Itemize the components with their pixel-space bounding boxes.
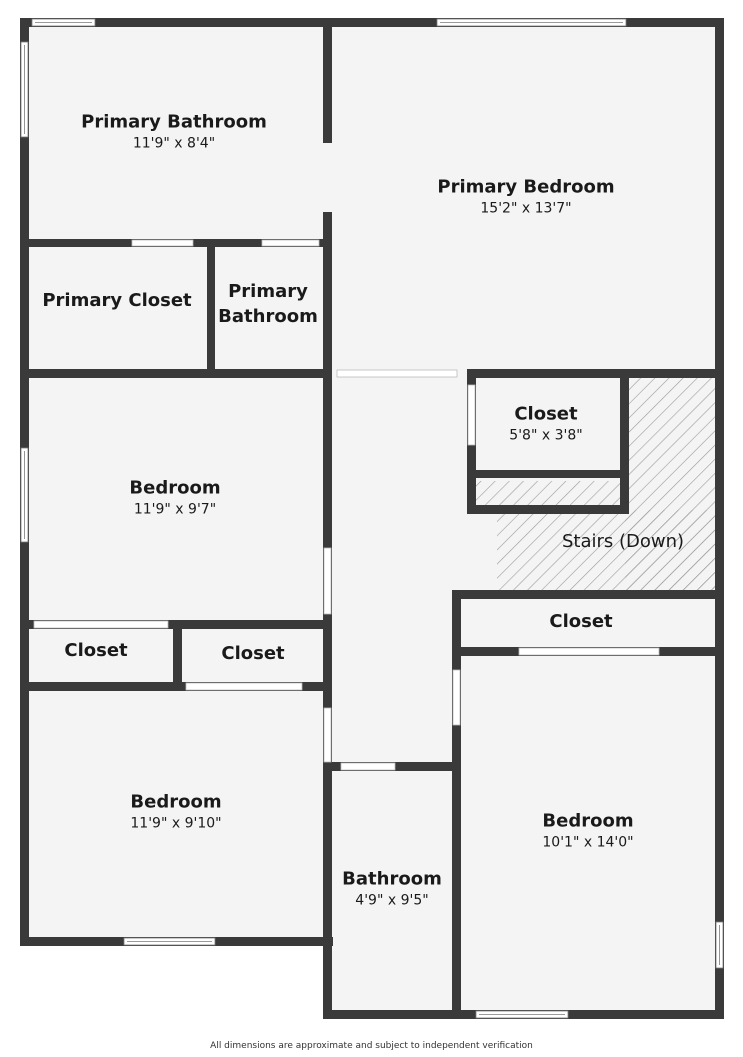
room-label-bedroom-right: Bedroom 10'1" x 14'0"	[542, 811, 633, 852]
room-dimensions: 10'1" x 14'0"	[542, 834, 634, 851]
room-label-primary-closet: Primary Closet	[42, 290, 191, 312]
room-name: Primary Bathroom	[81, 111, 267, 133]
room-name: Closet	[64, 640, 128, 661]
room-label-bedroom-bottom-left: Bedroom 11'9" x 9'10"	[130, 792, 221, 833]
room-dimensions: 11'9" x 8'4"	[132, 135, 216, 152]
stairs-area	[476, 377, 716, 591]
room-label-closet-right: Closet	[549, 611, 612, 633]
room-dimensions: 4'9" x 9'5"	[355, 892, 429, 909]
room-name: Bedroom	[542, 810, 634, 832]
room-name: Closet	[549, 611, 613, 632]
windows	[20, 18, 724, 1019]
room-label-closet-left-b: Closet	[221, 643, 284, 665]
room-name: Primary Bathroom	[218, 281, 318, 327]
room-name: Bedroom	[130, 791, 222, 813]
room-label-primary-bathroom-2: Primary Bathroom	[218, 279, 318, 329]
room-name: Bedroom	[129, 477, 221, 499]
room-label-bathroom: Bathroom 4'9" x 9'5"	[342, 869, 442, 910]
disclaimer-footer: All dimensions are approximate and subje…	[210, 1041, 533, 1051]
room-name: Bathroom	[342, 868, 442, 890]
room-label-closet-left-a: Closet	[64, 640, 127, 662]
room-name: Primary Bedroom	[437, 176, 615, 198]
room-name: Stairs (Down)	[561, 531, 685, 552]
room-label-primary-bedroom: Primary Bedroom 15'2" x 13'7"	[437, 177, 614, 218]
room-label-stairs: Stairs (Down)	[562, 531, 684, 553]
room-dimensions: 5'8" x 3'8"	[509, 427, 583, 444]
room-label-closet-center: Closet 5'8" x 3'8"	[509, 404, 582, 445]
room-dimensions: 11'9" x 9'10"	[130, 815, 222, 832]
room-label-bedroom-middle-left: Bedroom 11'9" x 9'7"	[129, 478, 220, 519]
room-dimensions: 11'9" x 9'7"	[133, 501, 217, 518]
room-name: Closet	[221, 643, 285, 664]
room-name: Primary Closet	[42, 290, 192, 311]
room-label-primary-bathroom: Primary Bathroom 11'9" x 8'4"	[81, 112, 267, 153]
door-openings	[33, 143, 660, 771]
room-name: Closet	[514, 403, 578, 425]
room-dimensions: 15'2" x 13'7"	[480, 200, 572, 217]
